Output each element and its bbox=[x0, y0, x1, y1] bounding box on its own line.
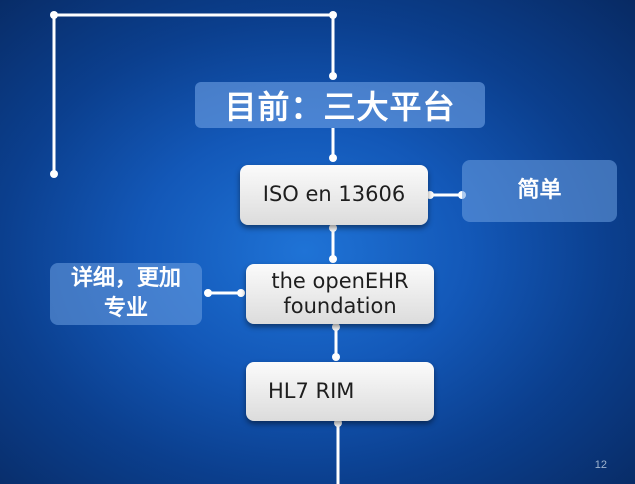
detail-note: 详细，更加 专业 bbox=[50, 263, 202, 325]
hl7-rim-label: HL7 RIM bbox=[268, 378, 355, 403]
connector-node bbox=[204, 289, 212, 297]
iso-13606-label: ISO en 13606 bbox=[262, 182, 406, 207]
connector-node bbox=[332, 353, 340, 361]
detail-note-line1: 详细，更加 bbox=[70, 266, 181, 292]
connector-node bbox=[329, 224, 337, 232]
connector-node bbox=[50, 11, 58, 19]
connector-node bbox=[237, 289, 245, 297]
connector-node bbox=[329, 11, 337, 19]
page-number: 12 bbox=[594, 459, 607, 471]
connector-node bbox=[426, 191, 434, 199]
openehr-foundation-box: the openEHR foundation bbox=[246, 264, 434, 324]
connector-node bbox=[329, 154, 337, 162]
openehr-label-line1: the openEHR bbox=[271, 268, 409, 293]
connector-node bbox=[334, 419, 342, 427]
hl7-rim-box: HL7 RIM bbox=[246, 362, 434, 421]
connector-node bbox=[329, 72, 337, 80]
simple-note-label: 简单 bbox=[517, 178, 562, 204]
openehr-label-line2: foundation bbox=[283, 294, 397, 318]
connector-node bbox=[332, 323, 340, 331]
connector-node bbox=[329, 255, 337, 263]
detail-note-line2: 专业 bbox=[103, 296, 148, 321]
iso-13606-box: ISO en 13606 bbox=[240, 165, 428, 225]
top-bracket-line bbox=[52, 13, 335, 174]
simple-note: 简单 bbox=[462, 160, 617, 222]
slide-title: 目前：三大平台 bbox=[195, 82, 485, 128]
connector-node bbox=[50, 170, 58, 178]
